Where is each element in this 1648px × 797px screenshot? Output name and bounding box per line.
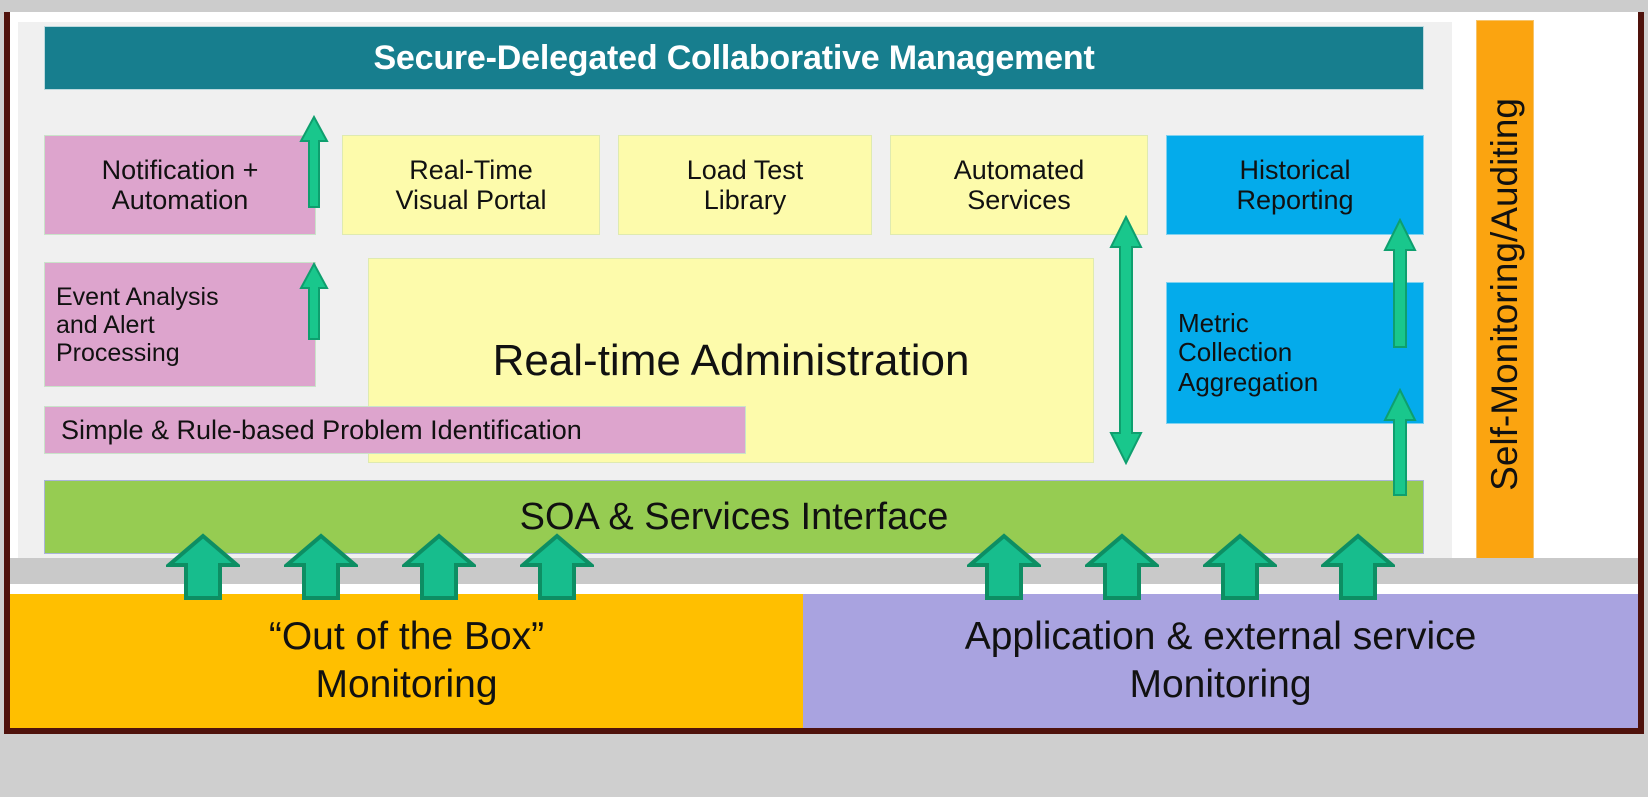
arrow-up-event-analysis-icon: [299, 262, 329, 340]
self-monitoring-auditing-sidebar[interactable]: Self-Monitoring/Auditing: [1476, 20, 1534, 569]
arrow-up-thick-4-icon: [520, 533, 594, 600]
page-title: Secure-Delegated Collaborative Managemen…: [373, 38, 1095, 77]
box-label-line1: Application & external service: [964, 615, 1477, 659]
arrow-up-thick-5-icon: [967, 533, 1041, 600]
box-soa-services-interface[interactable]: SOA & Services Interface: [44, 480, 1424, 554]
box-real-time-visual-portal[interactable]: Real-Time Visual Portal: [342, 135, 600, 235]
arrow-up-historical-reporting-icon: [1383, 218, 1417, 348]
box-label: Notification + Automation: [101, 154, 259, 215]
arrow-up-down-administration-icon: [1109, 215, 1143, 465]
box-out-of-the-box-monitoring[interactable]: “Out of the Box” Monitoring: [10, 594, 803, 728]
bottom-gray-strip: [0, 740, 1648, 797]
box-application-external-service-monitoring[interactable]: Application & external service Monitorin…: [803, 594, 1638, 728]
arrow-up-thick-2-icon: [284, 533, 358, 600]
box-label: Event Analysis and Alert Processing: [56, 282, 219, 367]
arrow-up-notification-icon: [299, 115, 329, 208]
arrow-up-metric-collection-icon: [1383, 388, 1417, 496]
header-band: Secure-Delegated Collaborative Managemen…: [44, 26, 1424, 90]
monitoring-sources-row: “Out of the Box” Monitoring Application …: [10, 594, 1638, 728]
sidebar-label: Self-Monitoring/Auditing: [1484, 98, 1525, 491]
arrow-up-thick-3-icon: [402, 533, 476, 600]
box-label: Metric Collection Aggregation: [1178, 308, 1319, 397]
box-label: Automated Services: [953, 154, 1085, 215]
arrow-up-thick-6-icon: [1085, 533, 1159, 600]
arrow-up-thick-1-icon: [166, 533, 240, 600]
box-label: Simple & Rule-based Problem Identificati…: [61, 414, 582, 445]
box-label: Real-time Administration: [492, 335, 970, 385]
box-label: Historical Reporting: [1236, 154, 1354, 215]
arrow-up-thick-7-icon: [1203, 533, 1277, 600]
box-label-line2: Monitoring: [315, 663, 498, 706]
box-event-analysis-alert-processing[interactable]: Event Analysis and Alert Processing: [44, 262, 316, 387]
arrow-up-thick-8-icon: [1321, 533, 1395, 600]
box-label: SOA & Services Interface: [519, 495, 949, 538]
box-label-line1: “Out of the Box”: [268, 615, 545, 659]
box-simple-rule-based-problem-identification[interactable]: Simple & Rule-based Problem Identificati…: [44, 406, 746, 454]
box-label: Real-Time Visual Portal: [395, 154, 547, 215]
box-notification-automation[interactable]: Notification + Automation: [44, 135, 316, 235]
box-label-line2: Monitoring: [1129, 663, 1312, 706]
box-metric-collection-aggregation[interactable]: Metric Collection Aggregation: [1166, 282, 1424, 424]
box-historical-reporting[interactable]: Historical Reporting: [1166, 135, 1424, 235]
box-automated-services[interactable]: Automated Services: [890, 135, 1148, 235]
top-gray-strip: [0, 0, 1648, 14]
box-load-test-library[interactable]: Load Test Library: [618, 135, 872, 235]
box-label: Load Test Library: [686, 154, 804, 215]
